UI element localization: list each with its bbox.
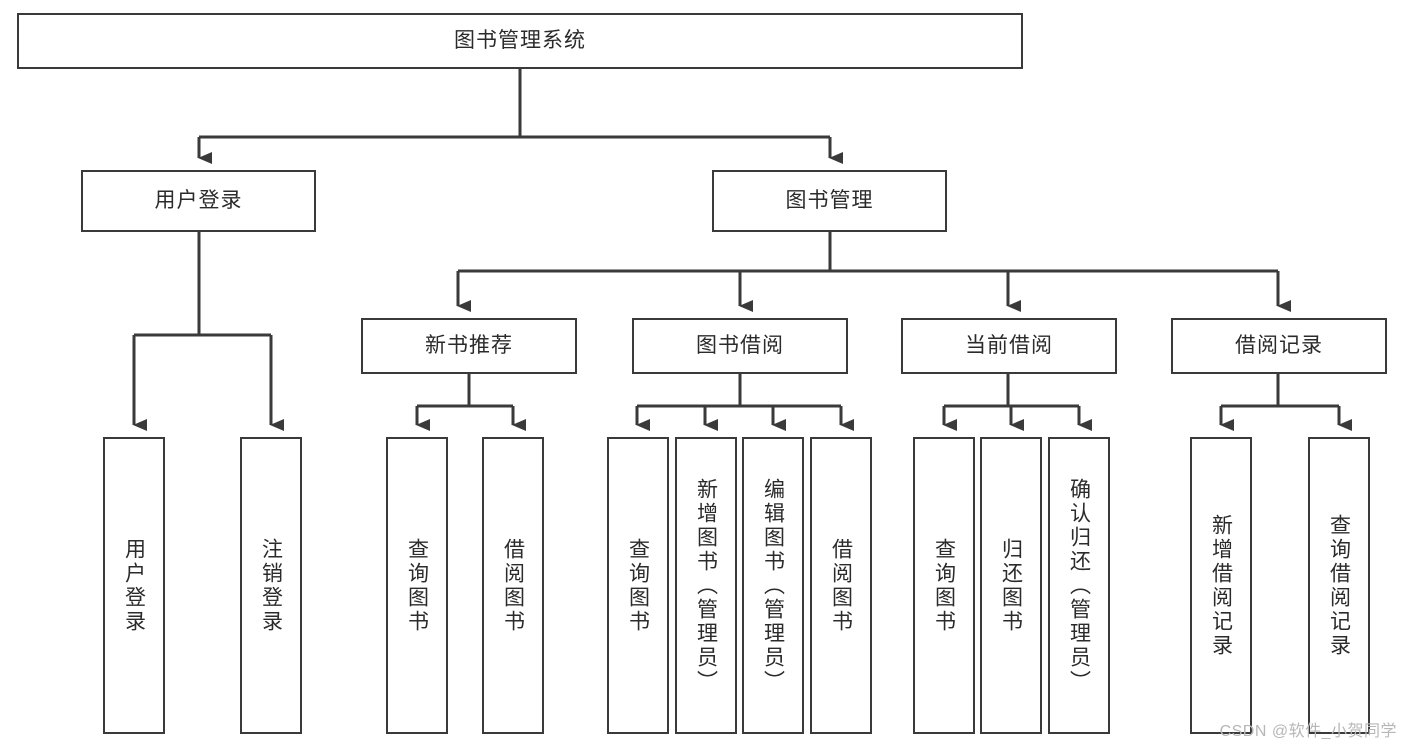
node-leaf-user-logout-label: 注销登录	[259, 537, 283, 634]
node-leaf-add-record[interactable]: 新增借阅记录	[1190, 437, 1252, 734]
node-leaf-confirm-return-label: 确认归还（管理员）	[1067, 477, 1091, 694]
node-current-borrow-label: 当前借阅	[965, 333, 1053, 357]
node-new-book-recommend[interactable]: 新书推荐	[361, 318, 577, 374]
node-leaf-return-book-label: 归还图书	[999, 537, 1023, 634]
node-user-login-label: 用户登录	[154, 188, 243, 212]
node-leaf-borrow-book-1-label: 借阅图书	[501, 537, 525, 634]
node-leaf-query-book-2[interactable]: 查询图书	[607, 437, 669, 734]
node-leaf-borrow-book-2[interactable]: 借阅图书	[810, 437, 872, 734]
node-leaf-query-book-1-label: 查询图书	[405, 537, 429, 634]
node-leaf-return-book[interactable]: 归还图书	[980, 437, 1042, 734]
node-leaf-user-login[interactable]: 用户登录	[103, 437, 165, 734]
node-borrow-record-label: 借阅记录	[1235, 333, 1323, 357]
node-leaf-edit-book[interactable]: 编辑图书（管理员）	[742, 437, 804, 734]
node-leaf-query-book-3[interactable]: 查询图书	[913, 437, 975, 734]
node-root-label: 图书管理系统	[454, 28, 586, 52]
node-root[interactable]: 图书管理系统	[17, 13, 1023, 69]
node-book-borrow-label: 图书借阅	[696, 333, 784, 357]
node-book-manage[interactable]: 图书管理	[712, 170, 947, 232]
node-leaf-user-login-label: 用户登录	[122, 537, 146, 634]
node-leaf-add-book[interactable]: 新增图书（管理员）	[675, 437, 737, 734]
node-leaf-user-logout[interactable]: 注销登录	[240, 437, 302, 734]
node-borrow-record[interactable]: 借阅记录	[1171, 318, 1387, 374]
node-book-manage-label: 图书管理	[785, 188, 874, 212]
node-leaf-borrow-book-2-label: 借阅图书	[829, 537, 853, 634]
watermark-text: CSDN @软件_小贺同学	[1219, 723, 1397, 740]
node-new-book-recommend-label: 新书推荐	[425, 333, 513, 357]
node-book-borrow[interactable]: 图书借阅	[632, 318, 848, 374]
node-leaf-add-record-label: 新增借阅记录	[1209, 513, 1233, 658]
node-leaf-query-book-3-label: 查询图书	[932, 537, 956, 634]
node-user-login[interactable]: 用户登录	[81, 170, 316, 232]
node-leaf-query-book-2-label: 查询图书	[626, 537, 650, 634]
node-leaf-edit-book-label: 编辑图书（管理员）	[761, 477, 785, 694]
node-leaf-add-book-label: 新增图书（管理员）	[694, 477, 718, 694]
node-leaf-confirm-return[interactable]: 确认归还（管理员）	[1048, 437, 1110, 734]
node-current-borrow[interactable]: 当前借阅	[901, 318, 1117, 374]
node-leaf-borrow-book-1[interactable]: 借阅图书	[482, 437, 544, 734]
node-leaf-query-record[interactable]: 查询借阅记录	[1308, 437, 1370, 734]
node-leaf-query-book-1[interactable]: 查询图书	[386, 437, 448, 734]
node-leaf-query-record-label: 查询借阅记录	[1327, 513, 1351, 658]
